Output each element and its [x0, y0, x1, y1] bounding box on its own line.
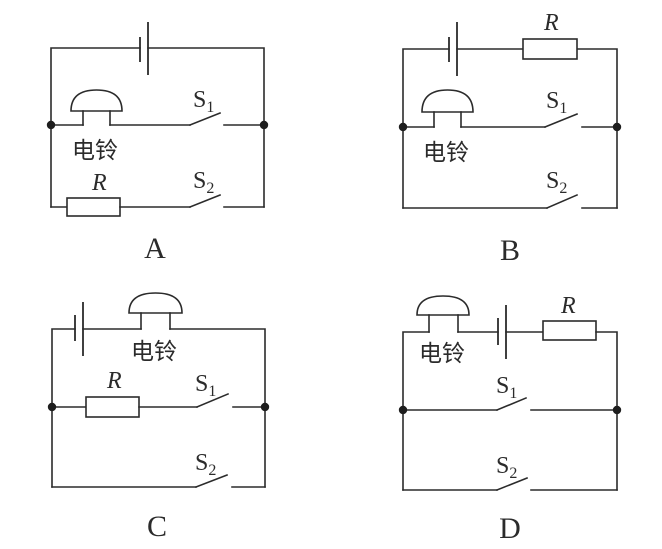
option-d-label: D: [499, 512, 521, 545]
battery-c: [74, 302, 84, 356]
switch-b-s2-blade: [545, 193, 579, 210]
circuit-b: 电铃 R S1 S2 B: [398, 10, 622, 267]
switch-c-s1-blade: [195, 392, 230, 409]
circuit-c: 电铃 R S1 S2 C: [47, 292, 270, 543]
resistor-d: [542, 320, 597, 341]
bell-c: [128, 292, 183, 330]
switch-b-s1-blade: [543, 112, 579, 129]
bell-d-label: 电铃: [419, 341, 465, 367]
resistor-a-label: R: [91, 170, 107, 196]
switch-c-s2-label: S2: [195, 450, 216, 479]
option-c-label: C: [147, 510, 167, 543]
bell-a-label: 电铃: [72, 138, 118, 164]
bell-a: [70, 89, 123, 126]
junction-c-right: [260, 402, 270, 412]
battery-b: [448, 22, 458, 76]
battery-a: [139, 22, 149, 75]
wire-a-top-left: [50, 47, 141, 208]
wire-d-top-left: [402, 331, 430, 491]
wire-c-top-left: [51, 328, 76, 488]
switch-b-s1-label: S1: [546, 88, 567, 117]
junction-d-right: [612, 405, 622, 415]
junction-b-right: [612, 122, 622, 132]
switch-c-s1-label: S1: [195, 371, 216, 400]
battery-d: [497, 305, 507, 359]
wire-c-top-right: [169, 328, 266, 488]
circuit-d: 电铃 R S1 S2 D: [398, 293, 622, 545]
junction-d-left: [398, 405, 408, 415]
resistor-b-label: R: [543, 10, 559, 36]
switch-a-s1-label: S1: [193, 87, 214, 116]
switch-c-s2-blade: [194, 473, 229, 489]
resistor-c-label: R: [106, 368, 122, 394]
switch-a-s2-blade: [188, 193, 222, 209]
switch-d-s1-blade: [495, 396, 528, 412]
junction-a-left: [46, 120, 56, 130]
wire-b-top-right: [576, 48, 618, 209]
wire-d-top-right: [595, 331, 618, 491]
wire-a-top-right: [147, 47, 265, 208]
bell-b-label: 电铃: [423, 140, 469, 166]
option-b-label: B: [500, 234, 520, 267]
bell-b: [421, 89, 474, 128]
resistor-d-label: R: [560, 293, 576, 319]
bell-d: [416, 295, 470, 333]
bell-c-label: 电铃: [131, 339, 177, 365]
bell-c-dome: [128, 292, 183, 314]
circuit-a: 电铃 R S1 S2 A: [46, 22, 269, 265]
wire-b-top-left: [402, 48, 450, 209]
switch-d-s2-label: S2: [496, 453, 517, 482]
junction-a-right: [259, 120, 269, 130]
option-a-label: A: [144, 232, 166, 265]
bell-a-dome: [70, 89, 123, 112]
switch-a-s1: [188, 111, 222, 127]
resistor-b: [522, 38, 578, 60]
junction-b-left: [398, 122, 408, 132]
resistor-c: [85, 396, 140, 418]
switch-b-s2-label: S2: [546, 168, 567, 197]
bell-d-dome: [416, 295, 470, 316]
switch-a-s2-label: S2: [193, 168, 214, 197]
switch-a-s1-blade: [188, 111, 222, 127]
bell-b-dome: [421, 89, 474, 113]
junction-c-left: [47, 402, 57, 412]
switch-d-s1-label: S1: [496, 373, 517, 402]
switch-d-s2-blade: [495, 476, 529, 492]
resistor-a: [66, 197, 121, 217]
